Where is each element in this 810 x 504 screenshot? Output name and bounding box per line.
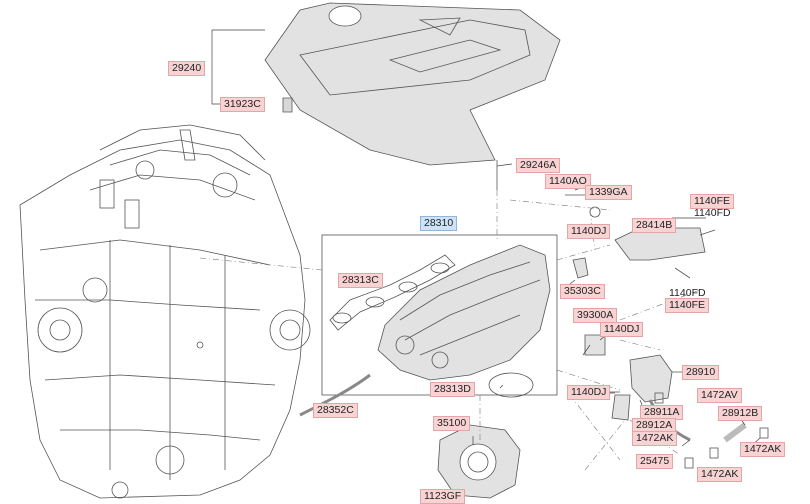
- gasket-drawing: [329, 254, 456, 331]
- part-label-1140DJ-a[interactable]: 1140DJ: [567, 224, 611, 239]
- part-label-1472AK-c[interactable]: 1472AK: [697, 467, 743, 482]
- engine-cover-drawing: [264, 2, 561, 166]
- part-label-28912B[interactable]: 28912B: [718, 406, 763, 421]
- part-label-28313C[interactable]: 28313C: [338, 273, 383, 288]
- part-label-28352C[interactable]: 28352C: [313, 403, 358, 418]
- part-label-29240[interactable]: 29240: [168, 61, 206, 76]
- engine-block-drawing: [19, 124, 311, 499]
- part-label-35100[interactable]: 35100: [433, 416, 471, 431]
- part-label-28414B[interactable]: 28414B: [632, 218, 677, 233]
- part-label-29246A[interactable]: 29246A: [516, 158, 561, 173]
- part-label-1472AV[interactable]: 1472AV: [697, 388, 742, 403]
- throttle-gasket-ring: [488, 372, 534, 398]
- part-label-1140FE-top[interactable]: 1140FE: [690, 194, 734, 209]
- part-label-1140DJ-c[interactable]: 1140DJ: [567, 385, 611, 400]
- part-label-1472AK-b[interactable]: 1472AK: [740, 442, 786, 457]
- part-label-1123GF[interactable]: 1123GF: [420, 489, 466, 504]
- part-label-1140FD-bottom[interactable]: 1140FD: [669, 287, 706, 299]
- throttle-body-drawing: [437, 424, 521, 499]
- part-label-1339GA[interactable]: 1339GA: [585, 185, 632, 200]
- part-label-31923C[interactable]: 31923C: [220, 97, 265, 112]
- part-label-28910[interactable]: 28910: [682, 365, 720, 380]
- part-label-25475[interactable]: 25475: [636, 454, 674, 469]
- part-label-1140DJ-b[interactable]: 1140DJ: [600, 322, 644, 337]
- part-label-28313D[interactable]: 28313D: [430, 382, 475, 397]
- part-label-28310[interactable]: 28310: [420, 216, 458, 231]
- part-label-1140FD-top[interactable]: 1140FD: [694, 207, 731, 219]
- intake-manifold-drawing: [377, 244, 551, 381]
- part-label-35303C[interactable]: 35303C: [560, 284, 605, 299]
- part-label-28912A[interactable]: 28912A: [632, 418, 677, 433]
- part-label-1140FE-bottom[interactable]: 1140FE: [665, 298, 709, 313]
- part-label-39300A[interactable]: 39300A: [573, 308, 618, 323]
- part-label-1140AO[interactable]: 1140AO: [545, 174, 591, 189]
- part-label-1472AK-a[interactable]: 1472AK: [632, 431, 678, 446]
